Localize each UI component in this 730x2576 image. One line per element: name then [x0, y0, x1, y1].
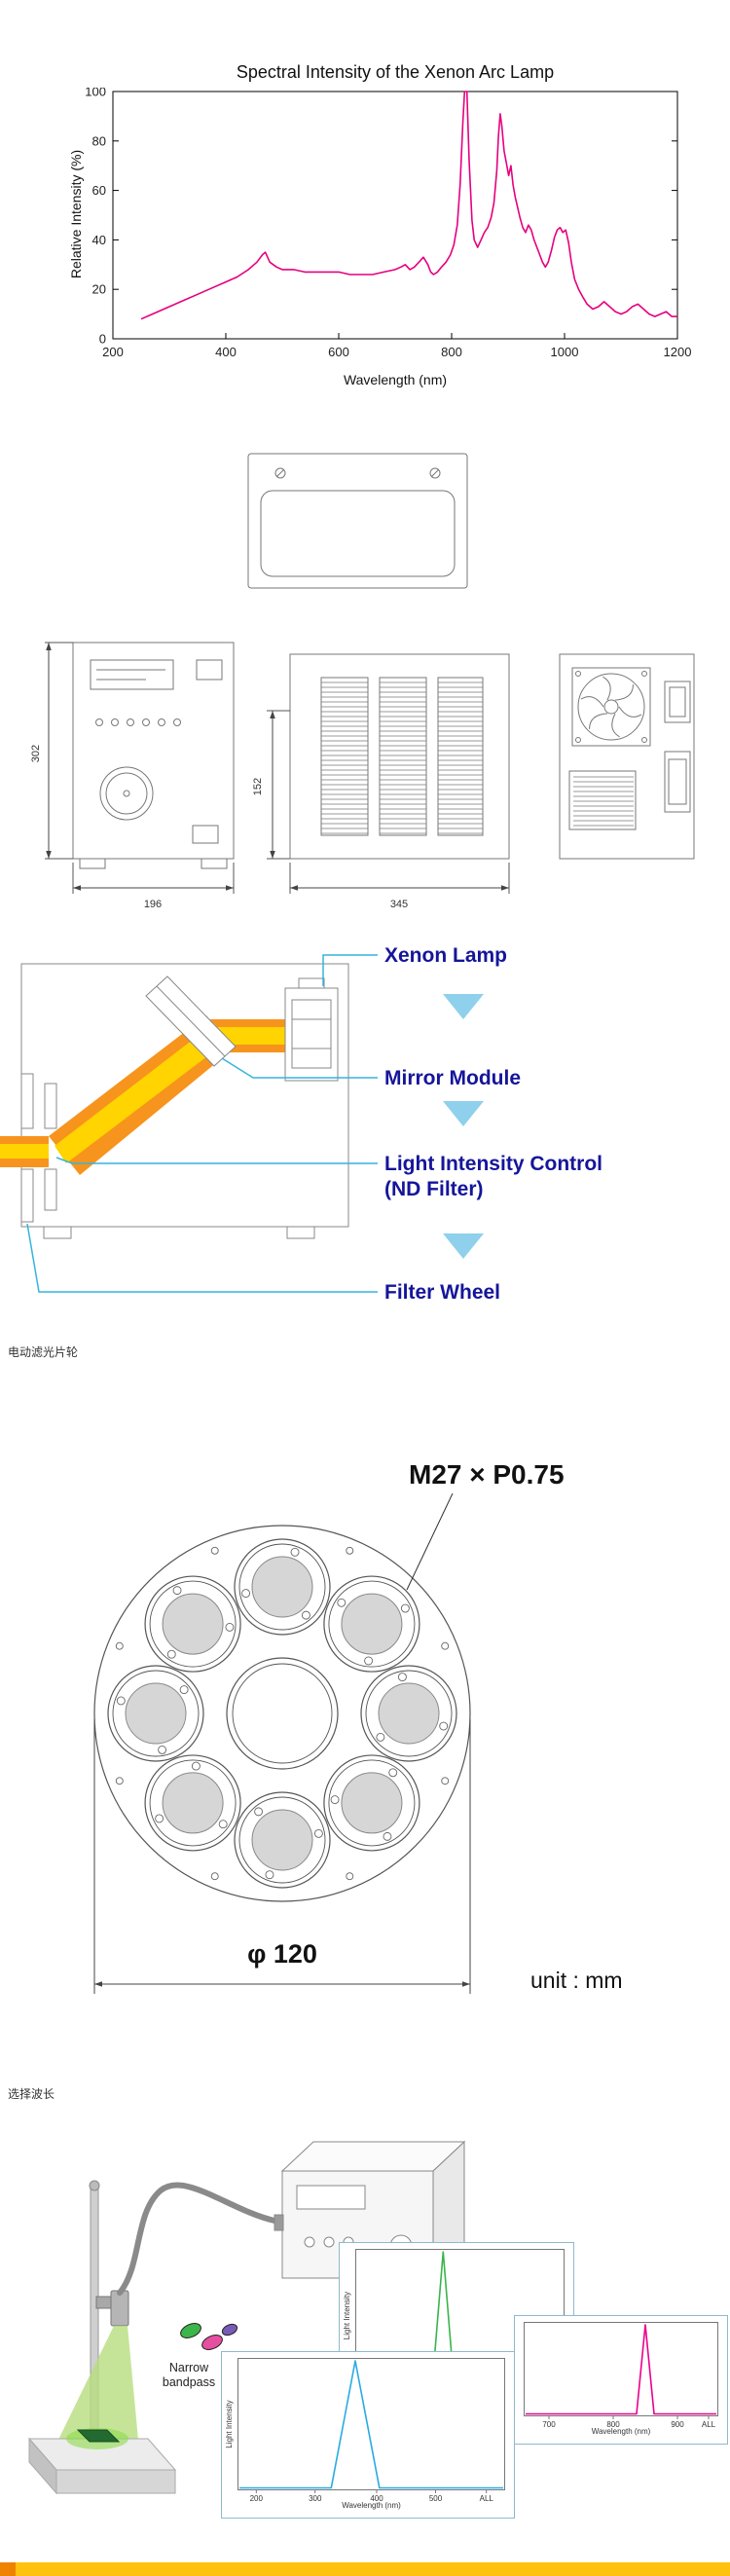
flow-arrow-icon	[443, 1233, 484, 1259]
mirror-module	[145, 975, 237, 1067]
mini-peak-line	[239, 2360, 503, 2489]
y-tick-label: 40	[92, 233, 106, 247]
mini-tick-label: 900	[671, 2420, 684, 2429]
lab-stand	[89, 2180, 129, 2492]
fan-blades-icon	[580, 676, 642, 738]
y-tick-label: 100	[85, 88, 106, 99]
dim-side-width: 345	[390, 899, 408, 910]
sample-stage	[27, 2428, 177, 2495]
spectrum-line	[140, 91, 677, 320]
mini-plot: 700 800 900 ALL	[524, 2322, 718, 2429]
y-tick-label: 80	[92, 133, 106, 148]
application-section: Narrow bandpass 600ALLLight Intensity 70…	[0, 2117, 730, 2560]
x-tick-label: 800	[441, 345, 462, 359]
narrow-bandpass-line2: bandpass	[162, 2375, 216, 2389]
rear-view-drawing	[559, 653, 695, 860]
vent-grille	[320, 677, 484, 836]
chart-title: Spectral Intensity of the Xenon Arc Lamp	[236, 62, 555, 82]
light-path-diagram: Xenon Lamp Mirror Module Light Intensity…	[0, 944, 602, 1304]
mini-xlabel: Wavelength (nm)	[591, 2427, 651, 2436]
y-tick-label: 0	[99, 332, 106, 347]
y-tick-label: 20	[92, 282, 106, 297]
thread-pointer-line	[406, 1492, 454, 1591]
plot-border	[112, 91, 678, 340]
spectral-chart-plot: 0 20 40 60 80 100 200 400 600 800 1000 1200	[85, 88, 692, 359]
diameter-label: φ 120	[247, 1939, 317, 1969]
rear-grille	[573, 776, 634, 827]
label-nd-filter-1: Light Intensity Control	[384, 1153, 602, 1175]
dim-side-height: 152	[252, 778, 264, 795]
technical-drawings-section: 302 196 152 345	[0, 448, 730, 915]
nd-filter-element	[44, 1083, 57, 1211]
light-beam	[0, 1015, 285, 1175]
bandpass-filters	[180, 2323, 238, 2350]
x-tick-label: 1200	[664, 345, 692, 359]
mini-tick-label: 200	[250, 2494, 264, 2503]
side-view-drawing	[289, 653, 510, 860]
light-cone	[58, 2326, 138, 2440]
x-tick-label: 200	[102, 345, 124, 359]
caption-select-wavelength: 选择波长	[8, 2087, 55, 2101]
dim-front-width: 196	[144, 899, 162, 910]
narrow-bandpass-label: Narrow bandpass	[146, 2361, 232, 2390]
dim-front-height: 302	[30, 745, 42, 762]
callout-lines	[26, 954, 378, 1293]
x-tick-label: 600	[328, 345, 349, 359]
caption-motorized-filter-wheel: 电动滤光片轮	[8, 1345, 79, 1359]
mini-xlabel: Wavelength (nm)	[342, 2501, 401, 2510]
y-tick-label: 60	[92, 183, 106, 198]
mini-tick-label: ALL	[702, 2420, 716, 2429]
chart-xlabel: Wavelength (nm)	[343, 372, 448, 387]
footer-accent-bar	[0, 2562, 730, 2576]
dimension-extension-lines	[45, 642, 510, 894]
unit-label: unit : mm	[530, 1968, 623, 1993]
x-tick-label: 400	[215, 345, 237, 359]
narrow-bandpass-line1: Narrow	[168, 2361, 209, 2374]
application-illustration	[27, 2140, 466, 2495]
x-tick-label: 1000	[551, 345, 579, 359]
spectral-chart-section: Spectral Intensity of the Xenon Arc Lamp…	[0, 56, 730, 446]
dimension-arrows	[46, 643, 509, 891]
filter-wheel-element	[20, 1073, 34, 1223]
thread-label: M27 × P0.75	[409, 1459, 565, 1490]
mini-tick-label: 400	[370, 2494, 383, 2503]
technical-drawings: 302 196 152 345	[30, 453, 695, 910]
mini-plot: 200 300 400 500 ALL	[237, 2358, 505, 2503]
filter-wheel-drawing: M27 × P0.75 φ 120 unit : mm	[93, 1459, 623, 1994]
label-filter-wheel: Filter Wheel	[384, 1281, 500, 1304]
mini-tick-label: 500	[429, 2494, 443, 2503]
mini-ylabel: Light Intensity	[225, 2400, 234, 2448]
label-xenon-lamp: Xenon Lamp	[384, 944, 507, 967]
filter-wheel-section: M27 × P0.75 φ 120 unit : mm	[0, 1402, 730, 2064]
mini-chart-magenta: 700 800 900 ALL Wavelength (nm)	[514, 2315, 728, 2445]
mini-tick-label: ALL	[480, 2494, 494, 2503]
front-view-drawing	[72, 642, 235, 869]
mini-tick-label: 800	[606, 2420, 620, 2429]
filter-wheel-circles	[93, 1525, 471, 1994]
label-nd-filter-2: (ND Filter)	[384, 1178, 484, 1200]
mini-tick-label: 700	[542, 2420, 556, 2429]
mini-tick-label: 300	[309, 2494, 322, 2503]
light-path-section: Xenon Lamp Mirror Module Light Intensity…	[0, 930, 730, 1339]
top-view-drawing	[247, 453, 468, 589]
label-mirror-module: Mirror Module	[384, 1067, 521, 1089]
flow-arrow-icon	[443, 1101, 484, 1126]
light-guide-fiber	[117, 2182, 277, 2296]
mini-peak-line	[526, 2324, 716, 2415]
flow-arrow-icon	[443, 994, 484, 1019]
xenon-lamp-module	[284, 977, 339, 1082]
